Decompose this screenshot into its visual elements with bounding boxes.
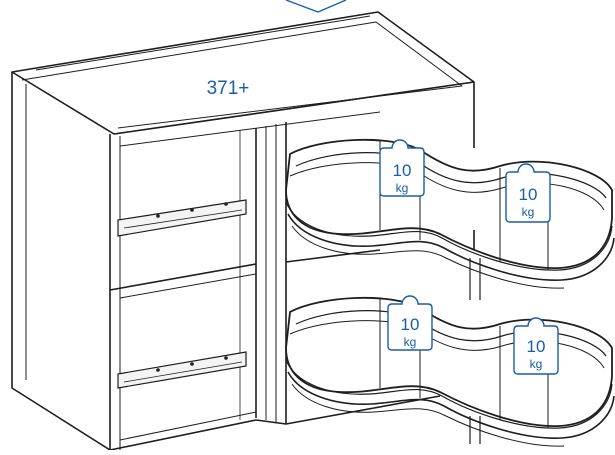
weight-value: 10 <box>401 315 420 334</box>
weight-tag-lower-left: 10 kg <box>387 295 433 351</box>
dimension-marker <box>285 0 347 13</box>
weight-value: 10 <box>393 161 412 180</box>
weight-unit: kg <box>530 357 543 371</box>
cabinet-body <box>11 11 475 451</box>
upper-tray <box>285 138 615 300</box>
lower-rail <box>117 351 247 389</box>
dimension-label: 371+ <box>207 78 250 99</box>
weight-icon <box>387 295 433 351</box>
weight-unit: kg <box>396 181 409 195</box>
mounting-rails <box>117 199 247 389</box>
weight-tag-upper-right: 10 kg <box>505 163 551 223</box>
weight-value: 10 <box>527 337 546 356</box>
middle-divider <box>109 263 257 291</box>
weight-unit: kg <box>522 205 535 219</box>
weight-icon <box>379 139 425 197</box>
weight-icon <box>513 317 559 375</box>
cabinet-left-side <box>11 72 111 451</box>
lower-tray <box>285 296 615 447</box>
cabinet-top-inner <box>21 21 463 129</box>
upper-rail <box>117 199 247 237</box>
weight-icon <box>505 163 551 223</box>
weight-value: 10 <box>519 185 538 204</box>
cabinet-bottom <box>109 395 441 451</box>
rail-screws <box>156 202 228 372</box>
weight-tag-upper-left: 10 kg <box>379 139 425 197</box>
weight-unit: kg <box>404 335 417 349</box>
weight-tag-lower-right: 10 kg <box>513 317 559 375</box>
